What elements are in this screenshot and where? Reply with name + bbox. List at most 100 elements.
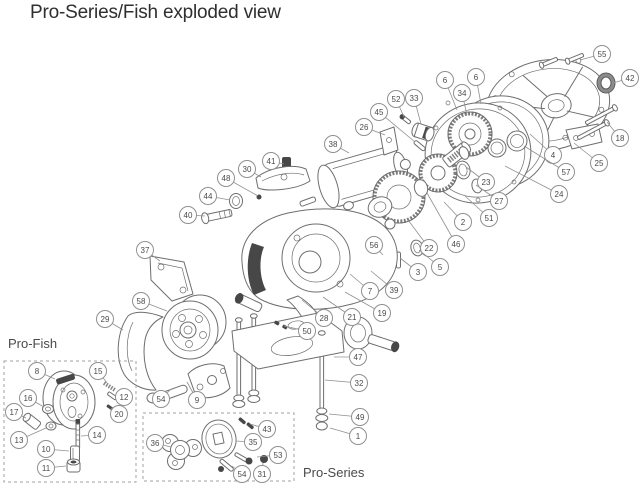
svg-text:44: 44 <box>204 192 213 201</box>
svg-text:55: 55 <box>598 50 607 59</box>
svg-text:19: 19 <box>378 309 387 318</box>
svg-text:52: 52 <box>392 95 401 104</box>
callout-40: 40 <box>179 206 206 224</box>
svg-text:43: 43 <box>263 425 272 434</box>
bracket-drawing <box>149 255 194 302</box>
svg-text:37: 37 <box>141 246 150 255</box>
svg-text:51: 51 <box>485 214 494 223</box>
svg-text:39: 39 <box>390 286 399 295</box>
callout-6: 6 <box>467 68 485 105</box>
svg-text:3: 3 <box>416 268 421 277</box>
callout-10: 10 <box>37 440 70 458</box>
svg-text:36: 36 <box>151 439 160 448</box>
svg-text:30: 30 <box>243 165 252 174</box>
callout-46: 46 <box>426 192 465 253</box>
callout-7: 7 <box>349 273 379 300</box>
callout-45: 45 <box>370 103 416 143</box>
svg-text:20: 20 <box>115 410 124 419</box>
callout-4: 4 <box>529 133 562 164</box>
callout-16: 16 <box>19 389 45 408</box>
callout-54: 54 <box>231 465 251 483</box>
callout-21: 21 <box>322 296 361 326</box>
gear-train-drawing <box>354 141 472 274</box>
callout-20: 20 <box>110 405 128 423</box>
callout-27: 27 <box>475 184 508 210</box>
callout-28: 28 <box>301 299 333 327</box>
callout-35: 35 <box>235 433 262 451</box>
callout-58: 58 <box>132 292 168 312</box>
clamp-drawing <box>255 157 317 207</box>
mount-plate-drawing <box>231 312 345 431</box>
svg-text:9: 9 <box>195 396 200 405</box>
svg-text:41: 41 <box>267 157 276 166</box>
callout-31: 31 <box>253 462 271 483</box>
svg-text:48: 48 <box>222 174 231 183</box>
svg-text:11: 11 <box>42 464 51 473</box>
svg-text:16: 16 <box>24 394 33 403</box>
callout-33: 33 <box>405 89 423 125</box>
callout-38: 38 <box>324 135 350 154</box>
svg-text:13: 13 <box>15 436 24 445</box>
svg-text:1: 1 <box>356 432 361 441</box>
svg-text:58: 58 <box>137 297 146 306</box>
svg-text:50: 50 <box>303 327 312 336</box>
callout-19: 19 <box>344 291 391 322</box>
svg-text:17: 17 <box>10 408 19 417</box>
svg-text:7: 7 <box>368 287 373 296</box>
svg-text:32: 32 <box>355 379 364 388</box>
pro-series-box <box>142 412 295 482</box>
callout-11: 11 <box>37 459 67 477</box>
pro-fish-drum-drawing <box>42 370 96 430</box>
top-screws-drawing <box>538 53 585 69</box>
svg-text:53: 53 <box>274 451 283 460</box>
callout-1: 1 <box>329 427 367 445</box>
svg-text:35: 35 <box>249 438 258 447</box>
spool-drawing <box>161 294 227 360</box>
svg-text:12: 12 <box>120 393 129 402</box>
callout-57: 57 <box>523 145 575 181</box>
callout-12: 12 <box>113 388 133 406</box>
callout-52: 52 <box>387 90 405 118</box>
callout-13: 13 <box>10 427 47 449</box>
callout-34: 34 <box>453 84 471 116</box>
svg-text:4: 4 <box>551 151 556 160</box>
callout-53: 53 <box>256 446 287 464</box>
svg-text:33: 33 <box>410 94 419 103</box>
callout-42: 42 <box>612 69 639 87</box>
svg-text:27: 27 <box>495 197 504 206</box>
callout-37: 37 <box>136 241 161 262</box>
bolt-and-washer-drawing <box>201 193 262 225</box>
callout-18: 18 <box>606 121 629 147</box>
svg-text:56: 56 <box>370 241 379 250</box>
svg-text:54: 54 <box>157 395 166 404</box>
svg-text:47: 47 <box>354 353 363 362</box>
callout-55: 55 <box>579 45 611 63</box>
svg-text:10: 10 <box>42 445 51 454</box>
callout-50: 50 <box>283 322 316 340</box>
callout-44: 44 <box>199 187 231 205</box>
callout-48: 48 <box>217 169 259 197</box>
svg-text:45: 45 <box>375 108 384 117</box>
pro-fish-hardware-drawing <box>22 381 118 473</box>
callout-29: 29 <box>96 310 124 331</box>
callout-43: 43 <box>249 420 276 438</box>
callout-54: 54 <box>152 388 172 408</box>
svg-text:24: 24 <box>555 190 564 199</box>
callout-24: 24 <box>504 165 568 203</box>
svg-text:8: 8 <box>35 367 40 376</box>
callout-32: 32 <box>324 374 368 392</box>
callout-9: 9 <box>186 381 206 409</box>
svg-text:40: 40 <box>184 211 193 220</box>
svg-text:29: 29 <box>101 315 110 324</box>
svg-text:5: 5 <box>438 263 443 272</box>
callout-41: 41 <box>262 152 285 170</box>
svg-text:54: 54 <box>238 470 247 479</box>
callout-23: 23 <box>465 166 495 191</box>
svg-text:31: 31 <box>258 470 267 479</box>
svg-text:21: 21 <box>348 313 357 322</box>
callout-14: 14 <box>80 426 106 444</box>
callout-39: 39 <box>370 270 403 299</box>
svg-text:6: 6 <box>443 76 448 85</box>
